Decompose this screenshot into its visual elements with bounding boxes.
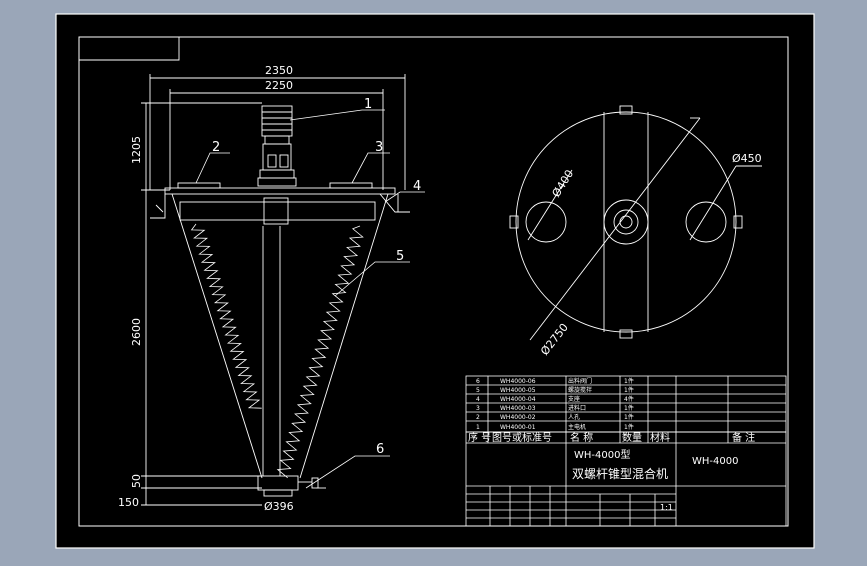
title-name: 双螺杆锥型混合机 [572, 466, 668, 481]
screw-right [276, 225, 364, 479]
bom-row[interactable]: 2 WH4000-02 人孔 1件 [476, 413, 634, 421]
callout-4[interactable]: 4 [413, 179, 421, 194]
bom-code: WH4000-05 [500, 387, 536, 394]
dim-inner-width: 2250 [265, 79, 293, 92]
bom-qty: 1件 [624, 404, 634, 412]
bom-no: 1 [476, 424, 480, 431]
bom-header-no: 序 号 [468, 431, 491, 444]
screw-left [190, 223, 262, 409]
title-block-lines [465, 375, 787, 527]
bom-name: 支座 [568, 395, 580, 403]
bom-table: 6 WH4000-06 出料阀门 1件 5 WH4000-05 螺旋搅拌 1件 … [476, 377, 634, 431]
bom-code: WH4000-02 [500, 414, 536, 421]
drawing-border [78, 36, 789, 527]
title-model: WH-4000型 [574, 448, 630, 461]
callout-6[interactable]: 6 [376, 442, 384, 457]
bom-header-qty: 数量 [622, 431, 642, 444]
top-view [509, 105, 762, 341]
bom-qty: 4件 [624, 395, 634, 403]
callout-3[interactable]: 3 [375, 140, 383, 155]
bom-qty: 1件 [624, 377, 634, 385]
dim-base-offset: 50 [130, 474, 143, 488]
corner-stamp-box [79, 37, 180, 61]
title-drawing-no: WH-4000 [692, 456, 738, 467]
bom-qty: 1件 [624, 423, 634, 431]
bom-qty: 1件 [624, 386, 634, 394]
bom-code: WH4000-03 [500, 405, 536, 412]
callout-2[interactable]: 2 [212, 140, 220, 155]
dim-overall-width: 2350 [265, 64, 293, 77]
bom-code: WH4000-04 [500, 396, 536, 403]
bom-row[interactable]: 3 WH4000-03 进料口 1件 [476, 404, 634, 412]
bom-code: WH4000-01 [500, 424, 536, 431]
bom-no: 5 [476, 387, 480, 394]
dim-port-diameter: Ø450 [732, 152, 762, 165]
bom-name: 出料阀门 [568, 377, 592, 385]
bom-no: 4 [476, 396, 480, 403]
bom-row[interactable]: 5 WH4000-05 螺旋搅拌 1件 [476, 386, 634, 394]
bom-no: 3 [476, 405, 480, 412]
bom-name: 主电机 [568, 423, 586, 431]
bom-qty: 1件 [624, 413, 634, 421]
bom-code: WH4000-06 [500, 378, 536, 385]
bom-row[interactable]: 4 WH4000-04 支座 4件 [476, 395, 634, 403]
dim-outlet-diameter: Ø396 [264, 500, 294, 513]
callout-leaders [195, 109, 425, 489]
bom-name: 进料口 [568, 404, 586, 412]
bom-row[interactable]: 1 WH4000-01 主电机 1件 [476, 423, 634, 431]
callout-5[interactable]: 5 [396, 249, 404, 264]
bom-header-code: 图号或标准号 [492, 432, 552, 444]
bom-header: 序 号 图号或标准号 名 称 数量 材料 备 注 [468, 431, 755, 444]
front-view [141, 74, 410, 506]
dim-bottom-offset: 150 [118, 496, 139, 509]
bom-header-material: 材料 [650, 431, 670, 444]
callout-1[interactable]: 1 [364, 97, 372, 112]
bom-name: 螺旋搅拌 [568, 386, 592, 394]
dim-motor-height: 1205 [130, 136, 143, 164]
dim-cone-height: 2600 [130, 318, 143, 346]
title-scale: 1:1 [660, 503, 673, 512]
bom-no: 6 [476, 378, 480, 385]
bom-header-remark: 备 注 [732, 431, 755, 444]
bom-row[interactable]: 6 WH4000-06 出料阀门 1件 [476, 377, 634, 385]
bom-no: 2 [476, 414, 480, 421]
bom-header-name: 名 称 [570, 431, 593, 444]
bom-name: 人孔 [568, 413, 580, 421]
